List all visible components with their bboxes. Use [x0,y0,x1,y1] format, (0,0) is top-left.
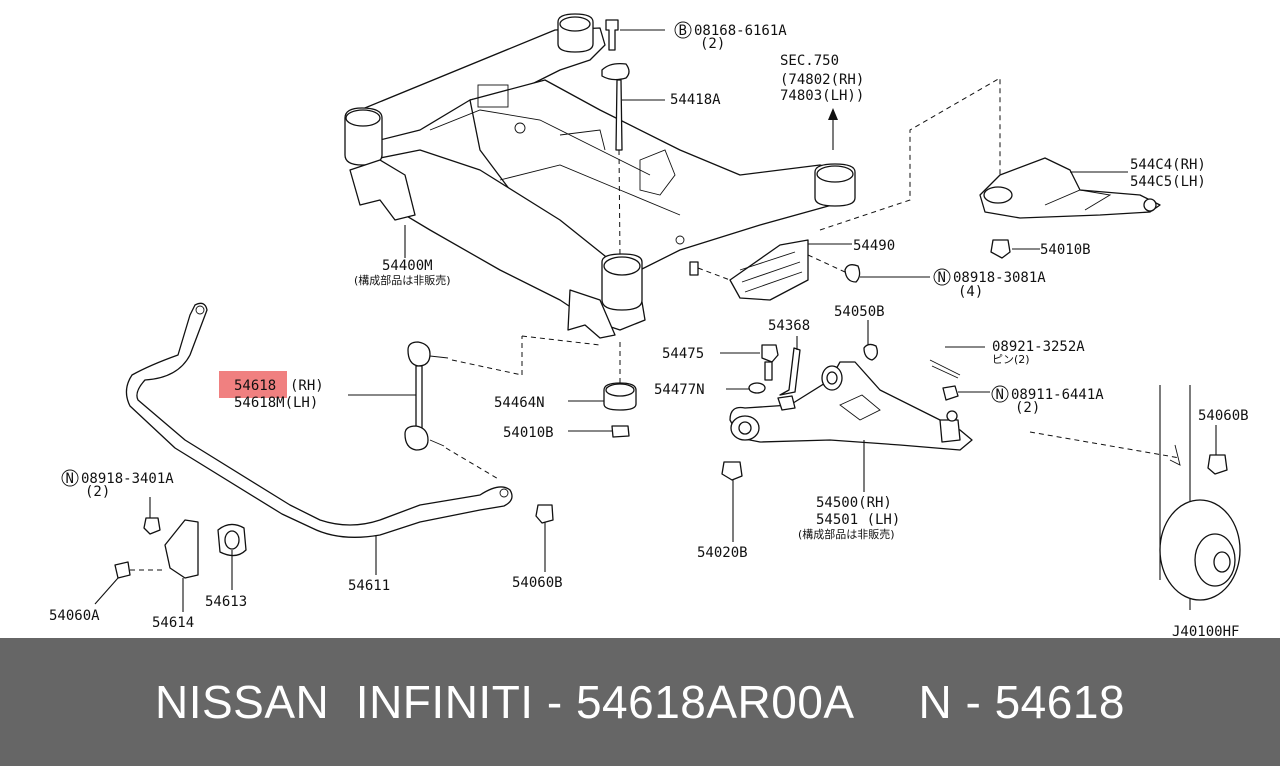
label-08168-qty: (2) [700,36,725,52]
label-08918-3081A-qty: (4) [958,284,983,300]
stabilizer-bar-54611 [125,302,513,538]
label-08921-3252A: 08921-3252A [992,339,1085,355]
label-54418A: 54418A [670,92,721,108]
bolt-54418A [601,19,630,259]
label-74803: 74803(LH)) [780,88,864,104]
label-54613: 54613 [205,594,247,610]
heat-shield-54490 [689,239,861,301]
label-54368: 54368 [768,318,810,334]
label-54490: 54490 [853,238,895,254]
hub-assembly [1159,385,1241,610]
label-08168-6161A: 08168-6161A [694,23,787,39]
label-54010B-top: 54010B [1040,242,1091,258]
mount-54464N [603,342,637,438]
label-54020B: 54020B [697,545,748,561]
part-number-title: NISSAN INFINITI - 54618AR00A N - 54618 [154,676,1125,728]
label-not-sold-2: (構成部品は非販売) [798,527,895,541]
label-54618M: 54618M(LH) [234,395,318,411]
label-54050B: 54050B [834,304,885,320]
stabilizer-link-54618 [404,335,601,481]
label-not-sold-1: (構成部品は非販売) [354,273,451,287]
circle-n-glyph-2: N [996,387,1004,403]
label-54464N: 54464N [494,395,545,411]
label-54400M: 54400M [382,258,433,274]
parts-diagram: B 08168-6161A (2) 54418A SEC.750 (74802(… [49,13,1249,638]
labels: B 08168-6161A (2) 54418A SEC.750 (74802(… [49,21,1249,638]
label-544C4: 544C4(RH) [1130,157,1206,173]
label-54477N: 54477N [654,382,705,398]
leader-lines [94,29,1217,612]
circle-b-glyph: B [679,23,687,39]
label-54060B-bottom: 54060B [512,575,563,591]
label-54475: 54475 [662,346,704,362]
control-arm-54500 [721,343,1181,481]
label-08911-qty: (2) [1015,400,1040,416]
label-544C5: 544C5(LH) [1130,174,1206,190]
sec-arrow [828,108,838,150]
footer-banner: NISSAN INFINITI - 54618AR00A N - 54618 [0,638,1280,766]
label-08911-6441A: 08911-6441A [1011,387,1104,403]
highlight-54618 [219,371,287,398]
label-54611: 54611 [348,578,390,594]
label-08918-3401A-qty: (2) [85,484,110,500]
label-74802: (74802(RH) [780,72,864,88]
label-54060B-right: 54060B [1198,408,1249,424]
label-54618-rh: (RH) [290,378,324,394]
label-54501: 54501 (LH) [816,512,900,528]
label-pin-2: ピン(2) [992,353,1030,366]
label-54060A: 54060A [49,608,100,624]
label-54010B-mid: 54010B [503,425,554,441]
bushing-clamp [114,504,554,579]
label-sec-750: SEC.750 [780,53,839,69]
label-08918-3401A: 08918-3401A [81,471,174,487]
bracket-544C4 [979,157,1161,259]
label-54618-highlight: 54618 [234,378,276,394]
drawing-code: J40100HF [1172,624,1239,638]
crossmember-54400M [344,13,856,339]
circle-n-glyph-3: N [66,471,74,487]
label-54614: 54614 [152,615,194,631]
label-08918-3081A: 08918-3081A [953,270,1046,286]
label-54500: 54500(RH) [816,495,892,511]
circle-n-glyph: N [938,270,946,286]
